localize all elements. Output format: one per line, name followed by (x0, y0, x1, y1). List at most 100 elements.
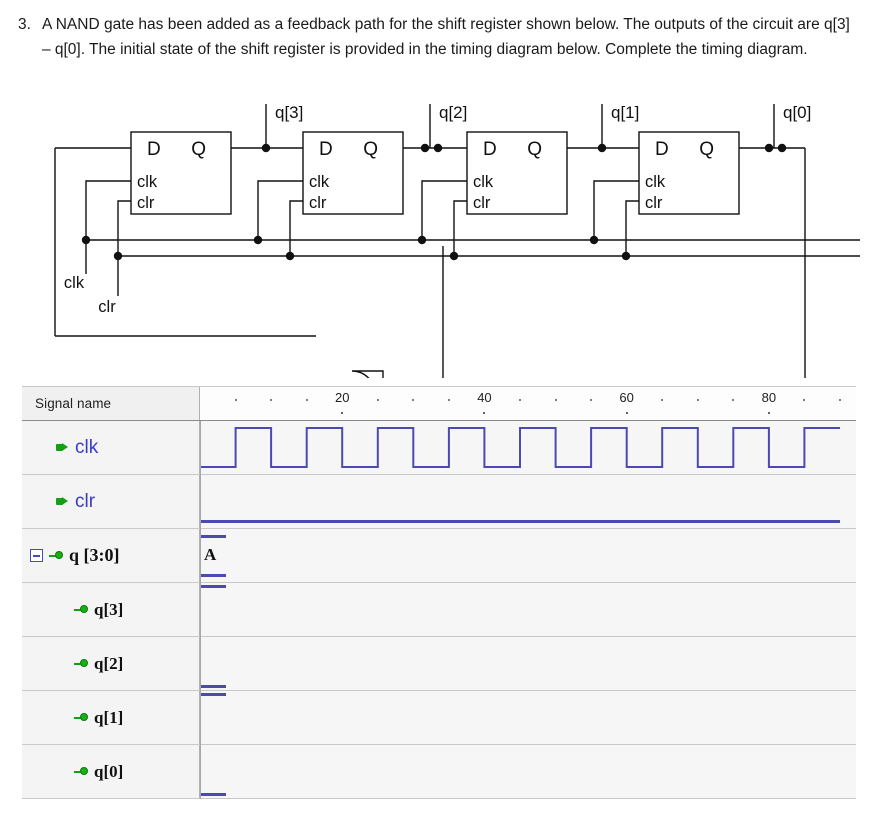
time-axis: 20 40 60 80 (200, 387, 856, 420)
signal-label-q1: q[1] (94, 707, 124, 727)
axis-tick-label: 80 (761, 390, 777, 405)
signal-label-q2: q[2] (94, 653, 124, 673)
axis-minor-tick (839, 399, 841, 401)
signal-name-cell-q3[interactable]: q[3] (22, 583, 200, 636)
axis-minor-tick (519, 399, 521, 401)
ff3-d-label: D (147, 139, 161, 160)
collapse-icon[interactable] (30, 549, 43, 562)
time-cursor[interactable] (200, 421, 201, 799)
flipflop-box-2 (302, 131, 404, 215)
signal-row-q3[interactable]: q[3] (22, 583, 856, 637)
axis-minor-tick (661, 399, 664, 401)
ff0-clk-label: clk (645, 173, 666, 191)
signal-label-q-bus: q [3:0] (69, 545, 120, 565)
waveform-q1[interactable] (200, 691, 856, 744)
signal-row-q1[interactable]: q[1] (22, 691, 856, 745)
signal-name-cell-q1[interactable]: q[1] (22, 691, 200, 744)
q2-low-stub (200, 685, 226, 688)
signal-name-cell-clk[interactable]: clk (22, 421, 200, 474)
axis-minor-tick (696, 399, 699, 401)
input-arrow-icon (56, 497, 69, 506)
ff1-q-label: Q (527, 139, 542, 160)
junction-dot (764, 143, 774, 153)
axis-minor-tick (803, 399, 806, 401)
ff2-clr-label: clr (309, 194, 327, 212)
waveform-clk[interactable] (200, 421, 856, 474)
junction-dot (777, 143, 787, 153)
output-label-q0: q[0] (783, 103, 811, 122)
output-label-q2: q[2] (439, 103, 467, 122)
signal-label-q3-wrap: q[3] (22, 600, 123, 620)
axis-major-tick (341, 412, 344, 414)
signal-label-clk-wrap: clk (22, 437, 98, 459)
axis-minor-tick (234, 399, 237, 401)
ff1-clk-label: clk (473, 173, 494, 191)
question-text: A NAND gate has been added as a feedback… (41, 16, 850, 59)
ff0-d-label: D (655, 139, 669, 160)
signal-name-cell-q2[interactable]: q[2] (22, 637, 200, 690)
flipflop-box-1 (466, 131, 568, 215)
signal-label-clr: clr (75, 490, 96, 512)
output-label-q1: q[1] (611, 103, 639, 122)
axis-minor-tick (732, 399, 735, 401)
ff3-clk-label: clk (137, 173, 158, 191)
axis-tick-label: 60 (619, 390, 634, 405)
signal-name-cell-clr[interactable]: clr (22, 475, 200, 528)
signal-label-q0: q[0] (94, 761, 124, 781)
junction-dot (597, 143, 607, 153)
signal-row-q2[interactable]: q[2] (22, 637, 856, 691)
axis-minor-tick (447, 399, 450, 401)
signal-row-clk[interactable]: clk (22, 421, 856, 475)
signal-name-cell-q0[interactable]: q[0] (22, 745, 200, 798)
waveform-q2[interactable] (200, 637, 856, 690)
signal-name-cell-q-bus[interactable]: q [3:0] (22, 529, 200, 582)
waveform-q3[interactable] (200, 583, 856, 636)
q3-high-stub (200, 585, 226, 588)
axis-major-tick (483, 412, 486, 414)
output-dot-icon (74, 659, 88, 668)
axis-tick-label: 20 (334, 390, 350, 405)
junction-dot (417, 235, 427, 245)
waveform-clr[interactable] (200, 475, 856, 528)
signal-row-q0[interactable]: q[0] (22, 745, 856, 799)
junction-dot (253, 235, 263, 245)
axis-minor-tick (270, 399, 273, 401)
junction-dot (261, 143, 271, 153)
output-dot-icon (74, 767, 88, 776)
signal-label-q0-wrap: q[0] (22, 762, 123, 782)
signal-row-q-bus[interactable]: q [3:0] A (22, 529, 856, 583)
ff3-q-label: Q (191, 139, 206, 160)
output-dot-icon (49, 551, 63, 560)
signal-label-q3: q[3] (94, 599, 124, 619)
axis-minor-tick (412, 399, 415, 401)
waveform-q0[interactable] (200, 745, 856, 798)
q1-high-stub (200, 693, 226, 696)
q0-low-stub (200, 793, 226, 796)
output-dot-icon (74, 605, 88, 614)
junction-dot (449, 251, 459, 261)
waveform-q-bus[interactable]: A (200, 529, 856, 582)
flipflop-box-3 (130, 131, 232, 215)
circuit-diagram: D Q clk clr D Q clk clr D Q clk clr D Q … (0, 96, 878, 378)
flipflop-box-0 (638, 131, 740, 215)
ff3-clr-label: clr (137, 194, 155, 212)
junction-dot (589, 235, 599, 245)
axis-tick-label: 40 (477, 390, 492, 405)
input-label-clr: clr (98, 298, 116, 316)
output-label-q3: q[3] (275, 103, 303, 122)
junction-dot (433, 143, 443, 153)
ff1-clr-label: clr (473, 194, 491, 212)
axis-minor-tick (376, 399, 379, 401)
junction-dot (81, 235, 91, 245)
input-arrow-icon (56, 443, 69, 452)
signal-label-clk: clk (75, 436, 99, 458)
signal-row-clr[interactable]: clr (22, 475, 856, 529)
axis-major-tick (767, 412, 770, 414)
question-block: 3. A NAND gate has been added as a feedb… (0, 0, 878, 62)
output-dot-icon (74, 713, 88, 722)
bus-bottom-stub (200, 574, 226, 577)
question-number: 3. (18, 16, 31, 33)
ff1-d-label: D (483, 139, 497, 160)
junction-dot (420, 143, 430, 153)
